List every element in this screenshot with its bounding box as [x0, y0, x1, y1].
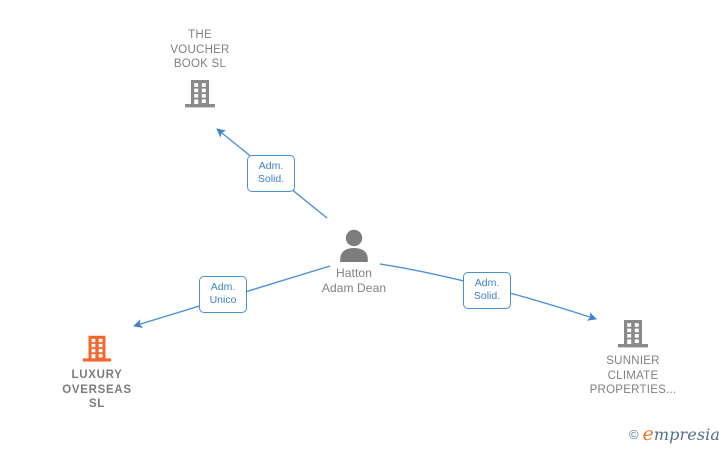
building-icon: [150, 76, 250, 110]
building-icon: [47, 332, 147, 364]
node-label-luxury-overseas: LUXURY OVERSEAS SL: [62, 369, 132, 410]
building-icon: [578, 316, 688, 350]
node-label-sunnier-climate: SUNNIER CLIMATE PROPERTIES...: [589, 355, 677, 396]
edge-label-luxury-overseas[interactable]: Adm. Unico: [199, 276, 247, 313]
node-label-person-hatton: Hatton Adam Dean: [321, 266, 387, 295]
edge-label-sunnier-climate[interactable]: Adm. Solid.: [463, 272, 511, 309]
node-company-luxury-overseas[interactable]: LUXURY OVERSEAS SL: [47, 332, 147, 412]
node-company-sunnier-climate[interactable]: SUNNIER CLIMATE PROPERTIES...: [578, 316, 688, 398]
person-icon: [296, 228, 412, 262]
node-label-voucher-book: THE VOUCHER BOOK SL: [170, 29, 230, 70]
node-company-voucher-book[interactable]: THE VOUCHER BOOK SL: [150, 28, 250, 110]
empresia-wordmark-rest: mpresia: [653, 425, 720, 444]
empresia-watermark: © empresia: [628, 423, 720, 445]
empresia-wordmark-lead: e: [642, 423, 654, 445]
node-person-hatton-adam-dean[interactable]: Hatton Adam Dean: [296, 228, 412, 296]
copyright-icon: ©: [628, 427, 639, 442]
edge-label-voucher-book[interactable]: Adm. Solid.: [247, 155, 295, 192]
empresia-wordmark: empresia: [642, 423, 720, 445]
